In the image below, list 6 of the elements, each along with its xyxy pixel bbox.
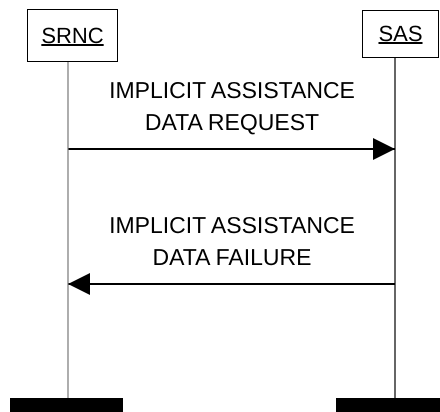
entity-box: SAS bbox=[362, 10, 439, 58]
message-arrow bbox=[68, 273, 395, 295]
end-bar bbox=[10, 398, 123, 412]
end-bar bbox=[336, 398, 440, 412]
message-arrow bbox=[68, 138, 395, 160]
entity-box: SRNC bbox=[27, 9, 118, 62]
